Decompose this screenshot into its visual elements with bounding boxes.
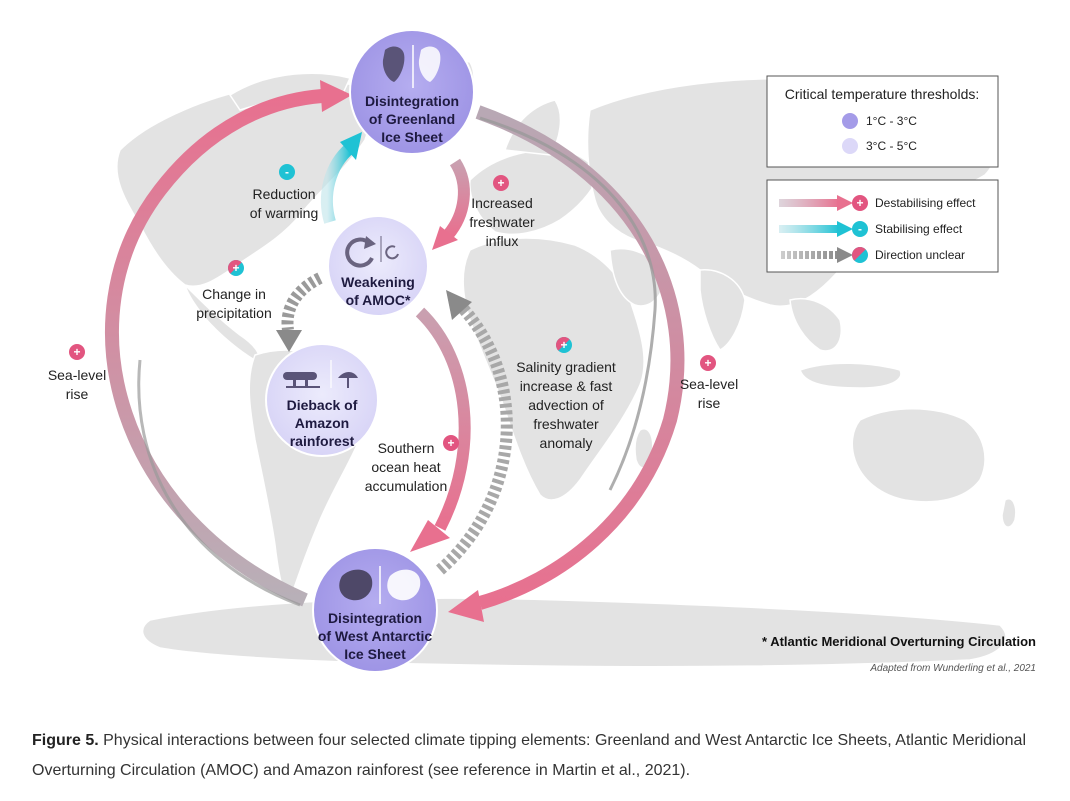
arrowhead-sea-level-right [448, 590, 484, 622]
arrow-reduction-warming [321, 143, 355, 224]
node-amoc: Weakening of AMOC* [327, 215, 429, 317]
dead-trees-icon [283, 360, 358, 388]
node-amazon-rainforest: Dieback of Amazon rainforest [265, 343, 379, 457]
node-antarctic-line1: Disintegration [328, 610, 422, 626]
legend-stabilising: - Stabilising effect [779, 221, 963, 237]
greenland-icon [382, 45, 441, 88]
interaction-arrows [105, 80, 685, 622]
legend-thresholds-title: Critical temperature thresholds: [785, 86, 980, 102]
label-reduction-warming-2: of warming [250, 205, 318, 221]
label-freshwater-2: freshwater [469, 214, 535, 230]
plus-marker-sea-level-left: + [69, 344, 85, 360]
label-southern-ocean-3: accumulation [365, 478, 448, 494]
node-amoc-line1: Weakening [341, 274, 415, 290]
node-antarctic-line2: of West Antarctic [318, 628, 433, 644]
svg-text:-: - [858, 222, 862, 236]
label-southern-ocean-1: Southern [378, 440, 435, 456]
label-salinity-4: freshwater [533, 416, 599, 432]
legend-destabilising: + Destabilising effect [779, 195, 976, 211]
svg-text:+: + [704, 356, 711, 370]
antarctica-icon [339, 566, 421, 604]
arrowhead-freshwater-influx [432, 226, 458, 250]
legend-label-1-3: 1°C - 3°C [866, 114, 917, 128]
arrow-change-precipitation [281, 272, 323, 331]
arrowhead-change-precipitation [276, 330, 302, 352]
legend-swatch-3-5 [842, 138, 858, 154]
svg-text:-: - [285, 165, 289, 179]
label-freshwater-3: influx [486, 233, 519, 249]
svg-text:+: + [560, 338, 567, 352]
legend-unclear-label: Direction unclear [875, 248, 965, 262]
link-labels: Reduction of warming Increased freshwate… [48, 186, 738, 494]
india [699, 269, 746, 351]
svg-text:+: + [447, 436, 454, 450]
label-salinity-1: Salinity gradient [516, 359, 616, 375]
label-salinity-3: advection of [528, 397, 604, 413]
southeast-asia [789, 298, 842, 352]
mixed-marker-precipitation: + [228, 260, 244, 276]
label-sea-level-right-2: rise [698, 395, 721, 411]
source-attribution: Adapted from Wunderling et al., 2021 [869, 663, 1036, 674]
svg-text:+: + [856, 196, 863, 210]
svg-text:+: + [73, 345, 80, 359]
plus-marker-sea-level-right: + [700, 355, 716, 371]
footnote-amoc: * Atlantic Meridional Overturning Circul… [762, 634, 1036, 649]
legend-swatch-1-3 [842, 113, 858, 129]
arrowhead-reduction-warming [340, 132, 362, 160]
node-antarctic-line3: Ice Sheet [344, 646, 406, 662]
node-amazon-line3: rainforest [290, 433, 355, 449]
node-greenland-line2: of Greenland [369, 111, 455, 127]
label-salinity-2: increase & fast [520, 378, 613, 394]
label-sea-level-right-1: Sea-level [680, 376, 738, 392]
sign-markers: - + + + + + + [69, 164, 716, 451]
label-reduction-warming-1: Reduction [252, 186, 315, 202]
new-zealand [1001, 498, 1017, 528]
arrowhead-sea-level-left [320, 80, 352, 112]
arrow-salinity-gradient [436, 300, 513, 575]
caption-label: Figure 5. [32, 732, 99, 749]
node-west-antarctic-ice-sheet: Disintegration of West Antarctic Ice She… [312, 547, 438, 673]
minus-marker-reduction-warming: - [279, 164, 295, 180]
label-precipitation-1: Change in [202, 286, 266, 302]
legend-thresholds: Critical temperature thresholds: 1°C - 3… [766, 75, 999, 168]
plus-marker-southern-ocean: + [443, 435, 459, 451]
indonesia [799, 362, 902, 389]
node-greenland-line3: Ice Sheet [381, 129, 443, 145]
arrow-sea-level-left [105, 89, 323, 607]
caption-text: Physical interactions between four selec… [32, 732, 1026, 779]
node-amazon-line2: Amazon [295, 415, 349, 431]
label-sea-level-left-1: Sea-level [48, 367, 106, 383]
label-salinity-5: anomaly [540, 435, 593, 451]
arrow-greenland-antarctic-grey [479, 116, 657, 491]
figure-caption: Figure 5. Physical interactions between … [32, 726, 1032, 786]
legend-destabilising-label: Destabilising effect [875, 196, 976, 210]
legend-effects: + Destabilising effect - Stabilising eff… [766, 179, 999, 273]
legend-label-3-5: 3°C - 5°C [866, 139, 917, 153]
plus-marker-freshwater: + [493, 175, 509, 191]
label-sea-level-left-2: rise [66, 386, 89, 402]
node-amazon-line1: Dieback of [287, 397, 358, 413]
legend-stabilising-label: Stabilising effect [875, 222, 963, 236]
arrowhead-salinity-gradient [446, 290, 472, 320]
svg-text:+: + [497, 176, 504, 190]
australia [851, 408, 986, 503]
antarctica [141, 597, 1007, 668]
arrow-antarctic-greenland-grey [137, 359, 301, 607]
node-amoc-line2: of AMOC* [346, 292, 411, 308]
node-greenland-ice-sheet: Disintegration of Greenland Ice Sheet [349, 29, 475, 155]
arrowhead-southern-ocean [410, 520, 450, 552]
arrow-freshwater-influx [443, 158, 470, 239]
africa [462, 237, 645, 501]
mixed-marker-salinity: + [556, 337, 572, 353]
node-greenland-line1: Disintegration [365, 93, 459, 109]
label-southern-ocean-2: ocean heat [371, 459, 440, 475]
legend-unclear: Direction unclear [779, 247, 965, 263]
arrow-southern-ocean [415, 307, 471, 531]
svg-text:+: + [232, 261, 239, 275]
label-freshwater-1: Increased [471, 195, 532, 211]
circulation-icon [345, 236, 399, 268]
label-precipitation-2: precipitation [196, 305, 272, 321]
